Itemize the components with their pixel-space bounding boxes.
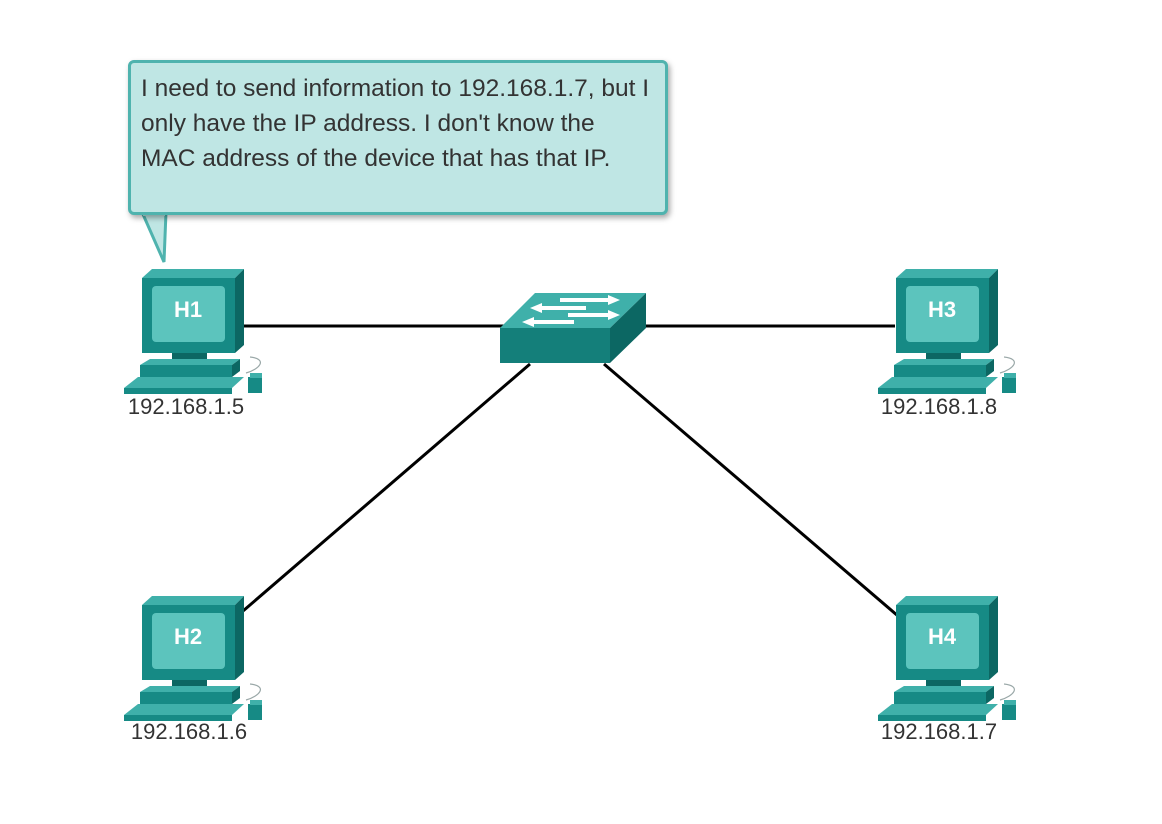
ip-label-h2: 192.168.1.6 [130, 719, 248, 744]
ip-label-h1: 192.168.1.5 [127, 394, 245, 419]
ip-label-h3: 192.168.1.8 [880, 394, 998, 419]
host-h2-label: H2 [174, 624, 202, 649]
host-h3: H3 [877, 268, 1017, 395]
host-h4-label: H4 [928, 624, 957, 649]
host-h2: H2 [123, 595, 263, 722]
host-h1: H1 [123, 268, 263, 395]
speech-callout: I need to send information to 192.168.1.… [128, 60, 668, 215]
host-h1-label: H1 [174, 297, 202, 322]
host-h3-label: H3 [928, 297, 956, 322]
switch-icon [500, 293, 646, 363]
host-h4: H4 [877, 595, 1017, 722]
ip-label-h4: 192.168.1.7 [880, 719, 998, 744]
link-switch-h4 [603, 362, 899, 618]
callout-tail [140, 212, 168, 263]
link-h2-switch [242, 362, 531, 613]
callout-text: I need to send information to 192.168.1.… [141, 75, 650, 172]
